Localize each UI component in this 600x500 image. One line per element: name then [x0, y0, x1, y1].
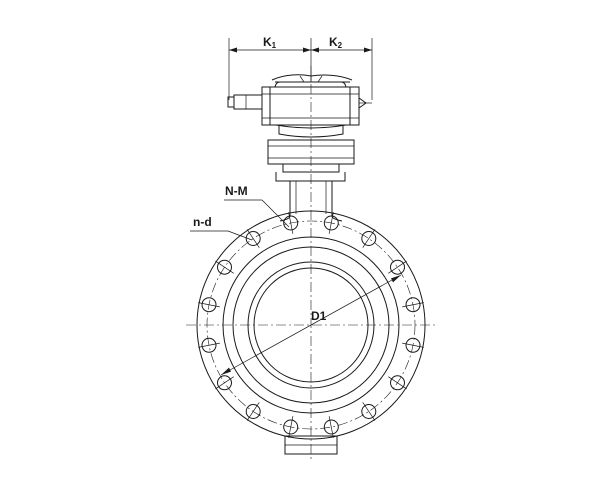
- bolt-hole: [245, 402, 261, 421]
- bolt-hole: [245, 229, 261, 248]
- d1-label: D1: [311, 309, 327, 323]
- bolt-hole: [283, 416, 299, 438]
- bolt-hole: [198, 297, 220, 313]
- gear-operator: [227, 74, 372, 222]
- k1-label: K1: [263, 35, 277, 50]
- bolt-hole: [198, 337, 220, 353]
- bolt-hole: [388, 375, 407, 391]
- bolt-hole: [361, 402, 377, 421]
- k2-label: K2: [329, 35, 343, 50]
- bolt-hole: [402, 297, 424, 313]
- nd-label: n-d: [193, 215, 212, 229]
- leader-lines: [190, 199, 402, 376]
- bolt-hole: [361, 229, 377, 248]
- bolt-hole: [323, 416, 339, 438]
- dimension-k: K1 K2: [228, 35, 373, 100]
- bolt-hole: [323, 212, 339, 234]
- bolt-circle: [206, 220, 416, 430]
- nm-label: N-M: [225, 184, 248, 198]
- bolt-hole: [388, 259, 407, 275]
- bottom-foot: [284, 435, 338, 455]
- bolt-hole: [402, 337, 424, 353]
- bolt-hole: [215, 259, 234, 275]
- bolt-holes: [198, 212, 424, 438]
- bolt-hole: [215, 375, 234, 391]
- bolt-hole: [283, 212, 299, 234]
